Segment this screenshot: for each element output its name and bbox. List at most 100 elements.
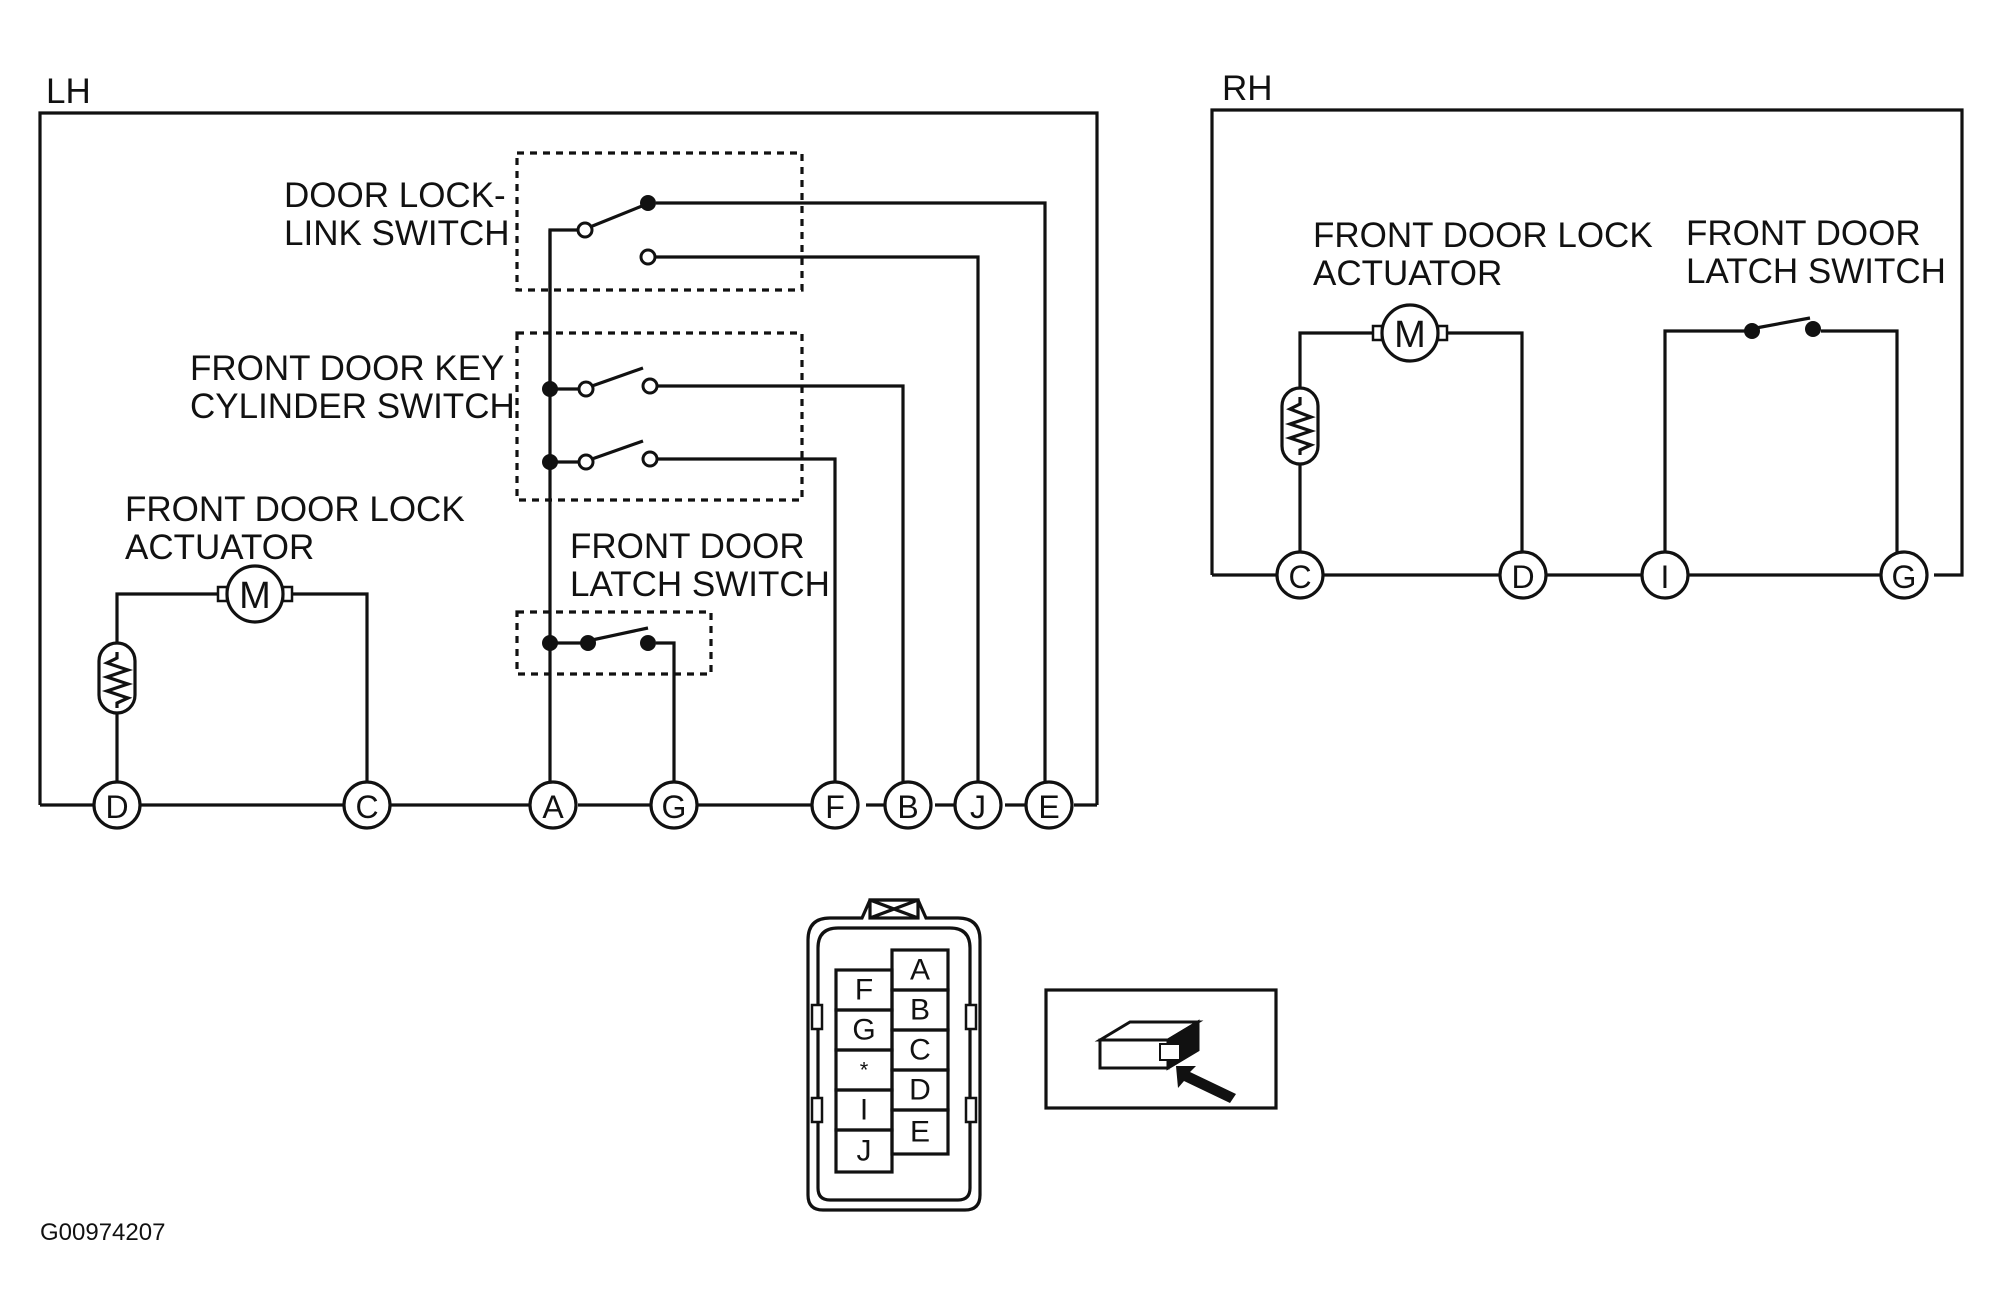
connector-shell-inner: [816, 926, 972, 1202]
rh-terminal-i-label: I: [1661, 559, 1670, 595]
lh-terminal-a: [528, 780, 578, 830]
rh-latch-contact-a: [1744, 323, 1760, 339]
lh-frame: [38, 111, 1099, 805]
lh-terminal-j: [953, 780, 1003, 830]
connector-face: F G * I J A B C D E: [806, 898, 982, 1212]
lock-link-switch-label-2: LINK SWITCH: [284, 214, 510, 253]
latch-contact-b: [640, 635, 656, 651]
rh-latch-blade: [1755, 316, 1811, 330]
connector-key-left-top: [810, 1003, 824, 1031]
door-lock-link-switch: DOOR LOCK- LINK SWITCH: [284, 151, 1047, 782]
lock-link-contact-open: [639, 248, 657, 266]
lh-actuator-label-1: FRONT DOOR LOCK: [125, 490, 465, 529]
rh-latch-switch: [1663, 316, 1899, 552]
lh-terminal-a-label: A: [542, 789, 564, 825]
rh-terminal-i: [1640, 550, 1690, 600]
key-cylinder-switch: FRONT DOOR KEY CYLINDER SWITCH: [190, 331, 905, 782]
rh-section: RH FRONT DOOR LOCK ACTUATOR FRONT DOOR L…: [1210, 69, 1964, 600]
lh-resistor-icon: [101, 652, 134, 708]
rh-terminals: C D I G: [1275, 550, 1929, 600]
cavity-j-label: J: [857, 1135, 872, 1168]
lock-link-blade: [589, 204, 643, 229]
rh-title: RH: [1222, 69, 1273, 108]
connector-shell-outer: [806, 898, 982, 1212]
lock-link-contact: [576, 221, 594, 239]
cavity-e-label: E: [910, 1116, 930, 1149]
rh-motor-label: M: [1394, 314, 1426, 356]
rh-latch-label-2: LATCH SWITCH: [1686, 252, 1946, 291]
lh-terminal-e-label: E: [1038, 789, 1059, 825]
rh-actuator-label-1: FRONT DOOR LOCK: [1313, 216, 1653, 255]
latch-blade: [591, 626, 649, 642]
rh-terminal-g: [1879, 550, 1929, 600]
lh-terminal-f: [810, 780, 860, 830]
cavity-b-label: B: [910, 994, 930, 1027]
rh-terminal-d-label: D: [1511, 559, 1534, 595]
wire-to-b: [657, 384, 905, 782]
lh-latch-label-1: FRONT DOOR: [570, 527, 805, 566]
lh-terminal-b-label: B: [897, 789, 918, 825]
lh-actuator-label-2: ACTUATOR: [125, 528, 314, 567]
rh-actuator-label-2: ACTUATOR: [1313, 254, 1502, 293]
wire-to-f: [657, 457, 837, 782]
lh-section: LH DOOR LOCK- LINK SWITCH FRONT DOOR KEY…: [38, 72, 1099, 830]
module-connector-port: [1159, 1043, 1181, 1061]
cavity-g-label: G: [852, 1014, 875, 1047]
cavity-a-label: A: [910, 954, 930, 987]
rh-actuator-wires: [1298, 331, 1524, 552]
lh-terminal-c-label: C: [355, 789, 378, 825]
lock-link-switch-box: [515, 151, 804, 292]
cavity-f-label: F: [855, 974, 873, 1007]
connector-view-inset: [1044, 988, 1278, 1110]
connector-key-right-bottom: [964, 1096, 978, 1124]
cavity-i-label: I: [860, 1094, 868, 1127]
lh-ptc-thermistor: [97, 641, 137, 715]
cavity-e: [890, 1108, 950, 1156]
key-cyl-blade-2: [591, 439, 644, 461]
lh-latch-label-2: LATCH SWITCH: [570, 565, 830, 604]
key-cylinder-switch-box: [515, 331, 804, 502]
lh-terminal-e: [1024, 780, 1074, 830]
connector-latch: [868, 898, 920, 920]
latch-switch-box: [515, 610, 713, 676]
rh-motor-icon: [1380, 303, 1440, 363]
key-cyl-blade-1: [591, 366, 644, 388]
lh-terminal-j-label: J: [970, 789, 986, 825]
wire-to-e: [656, 201, 1047, 782]
key-cyl-contact-1b: [641, 377, 659, 395]
view-direction-arrow-icon: [1176, 1066, 1236, 1103]
figure-id: G00974207: [40, 1219, 165, 1246]
rh-resistor-icon: [1284, 397, 1317, 455]
wire-to-j: [655, 255, 980, 782]
key-cyl-contact-1a: [577, 380, 595, 398]
lh-motor-icon: [225, 564, 285, 624]
lh-terminal-d: [92, 780, 142, 830]
lh-terminal-g-label: G: [662, 789, 687, 825]
lh-terminals: D C A G F B J E: [92, 780, 1074, 830]
rh-latch-label-1: FRONT DOOR: [1686, 214, 1921, 253]
rh-terminal-c: [1275, 550, 1325, 600]
lock-link-wire-common: [548, 228, 577, 383]
rh-latch-contact-b: [1805, 321, 1821, 337]
lh-terminal-c: [342, 780, 392, 830]
key-cyl-contact-2a: [577, 453, 595, 471]
rh-latch-wire-left: [1663, 329, 1752, 552]
lh-title: LH: [46, 72, 91, 111]
rh-latch-wire-right: [1821, 329, 1899, 552]
lh-actuator-wires: [115, 592, 369, 782]
lh-terminal-g: [649, 780, 699, 830]
lh-terminal-d-label: D: [105, 789, 128, 825]
cavity-c-label: C: [909, 1034, 931, 1067]
module-front-face: [1098, 1038, 1170, 1070]
lh-motor-label: M: [239, 575, 271, 617]
connector-key-right-top: [964, 1003, 978, 1031]
lh-terminal-b: [883, 780, 933, 830]
wire-to-g: [656, 641, 676, 782]
inset-frame: [1044, 988, 1278, 1110]
rh-actuator: M: [1280, 303, 1524, 552]
rh-terminal-g-label: G: [1892, 559, 1917, 595]
key-cyl-contact-2b: [641, 450, 659, 468]
key-cylinder-label-1: FRONT DOOR KEY: [190, 349, 504, 388]
rh-frame: [1210, 108, 1964, 577]
connector-key-left-bottom: [810, 1096, 824, 1124]
